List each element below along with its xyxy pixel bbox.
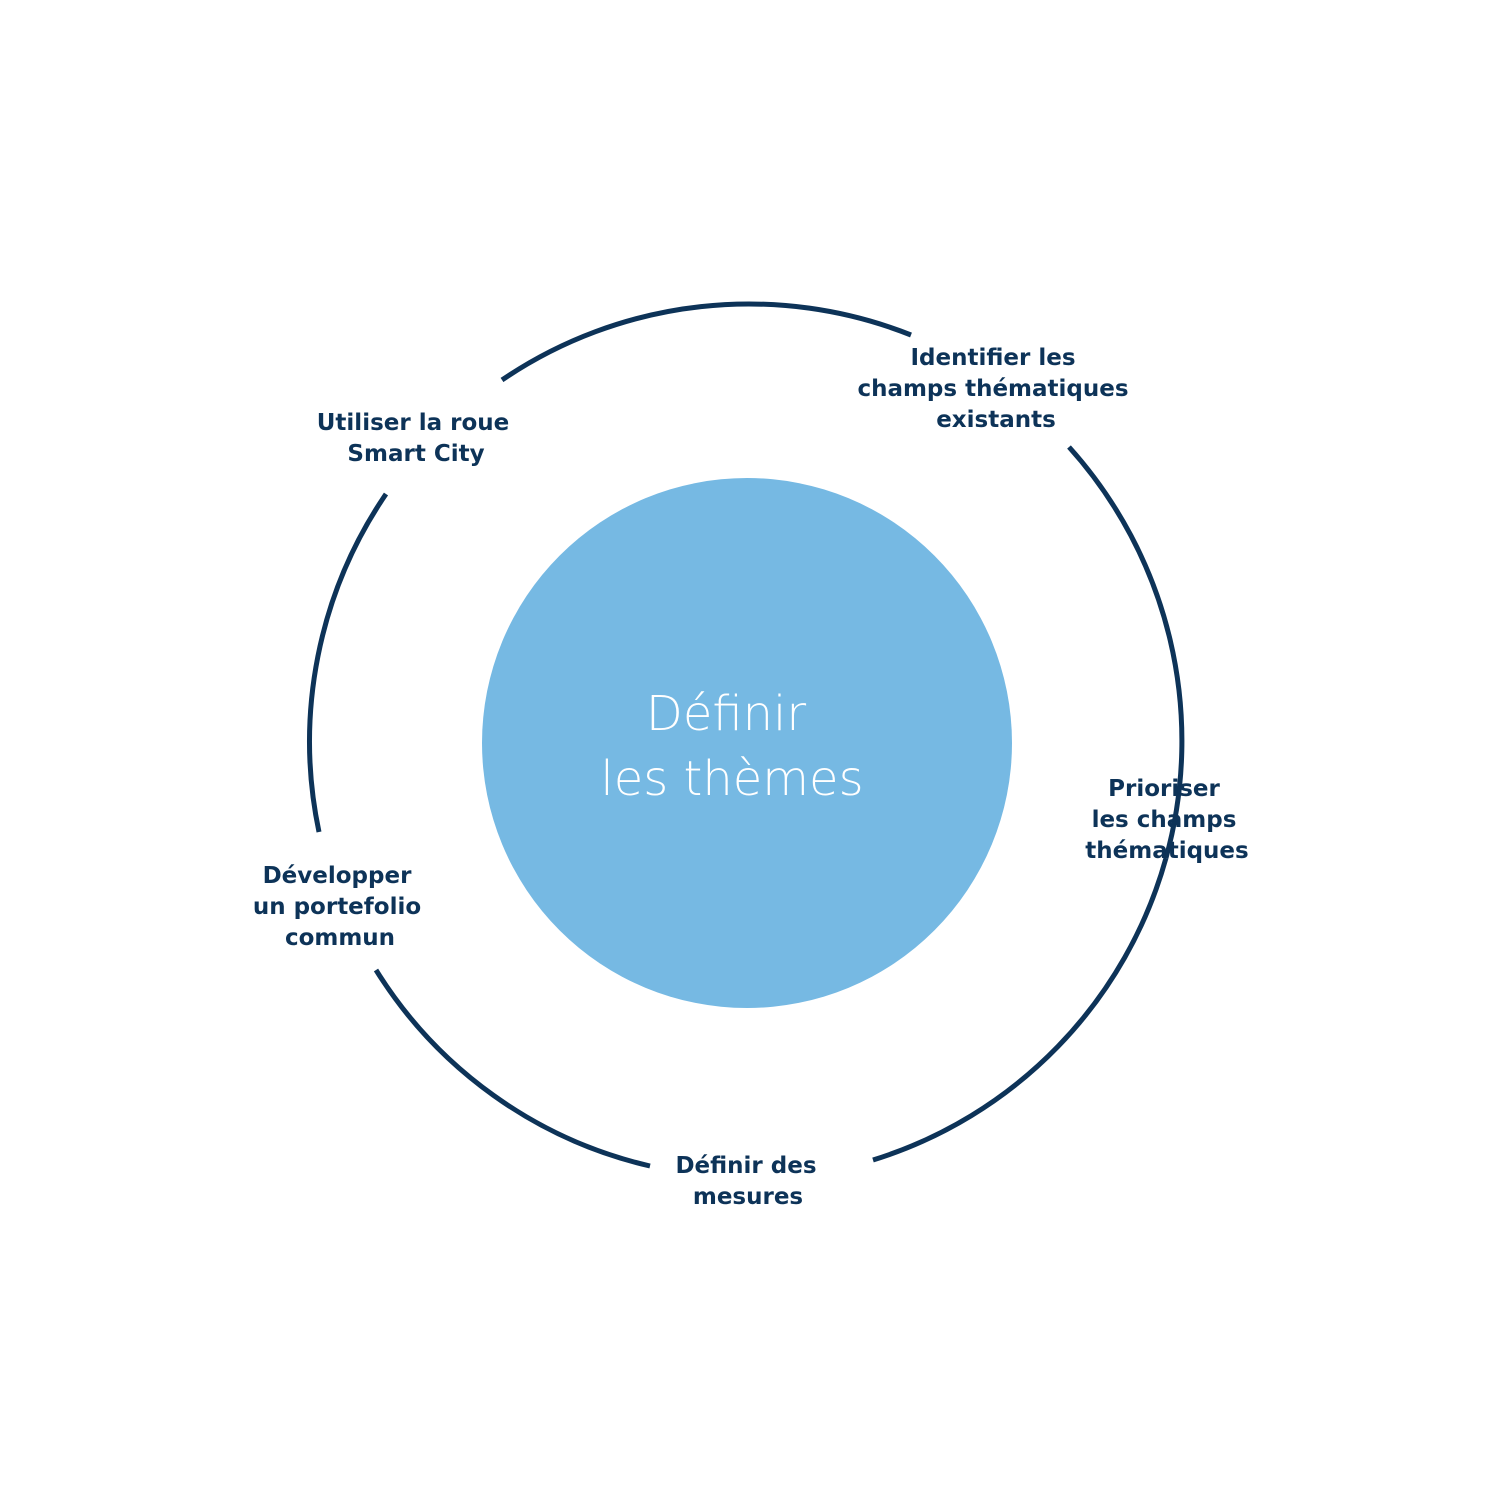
center-circle [482,478,1012,1008]
step-label-line: existants [936,407,1056,433]
step-label-line: Identifier les [910,345,1075,371]
center-title-line-1: Définir [646,686,806,742]
step-definir-mesures: Définir des mesures [675,1153,816,1210]
ring-arc-right [1067,445,1185,859]
ring-arc-left [307,492,389,833]
step-label-line: Utiliser la roue [317,410,510,436]
cycle-ring [307,301,1185,1169]
step-label-line: mesures [693,1184,803,1210]
step-label-line: les champs [1092,807,1237,833]
step-label-line: thématiques [1085,838,1248,864]
step-label-line: Smart City [347,441,484,467]
ring-arc-bottom-right [872,857,1169,1163]
step-label-line: commun [285,925,395,951]
step-developper: Développer un portefolio commun [253,863,421,951]
step-label-line: champs thématiques [857,376,1128,402]
step-label-line: un portefolio [253,894,421,920]
step-utiliser-roue: Utiliser la roue Smart City [317,410,510,467]
center-title-line-2: les thèmes [600,751,863,807]
step-label-line: Définir des [675,1153,816,1179]
step-identifier: Identifier les champs thématiques exista… [857,345,1128,433]
step-label-line: Prioriser [1108,776,1220,802]
step-label-line: Développer [263,863,412,889]
ring-arc-bottom-left [373,968,651,1169]
step-prioriser: Prioriser les champs thématiques [1085,776,1248,864]
ring-arc-top [500,301,912,383]
